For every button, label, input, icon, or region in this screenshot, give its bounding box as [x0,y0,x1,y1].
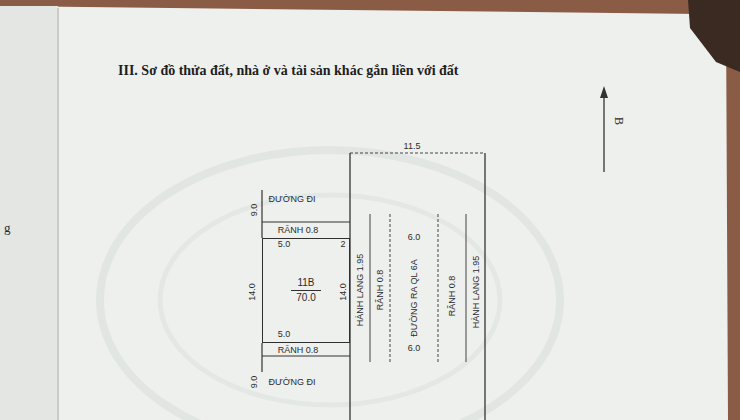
dimension: 9.0 [250,204,259,217]
parcel-number: 11B [291,276,320,291]
dimension: 6.0 [408,344,421,353]
cut-off-text: g [4,221,11,234]
dimension: 6.0 [408,233,421,242]
road-name: ĐƯỜNG ĐI [269,195,316,204]
dimension: 14.0 [248,283,257,301]
sheet-title: III. Sơ đồ thửa đất, nhà ở và tài sản kh… [118,64,459,78]
parcel-area: 70.0 [290,291,321,305]
corridor-label: HÀNH LANG 1.95 [356,254,365,327]
dimension: 14.0 [339,283,348,301]
dimension: 9.0 [250,376,259,389]
dimension: 5.0 [278,240,291,249]
road-name: ĐƯỜNG ĐI [269,378,316,387]
north-mark: B [613,117,625,125]
road-name: ĐƯỜNG RA QL 6A [410,259,419,337]
ditch-label: RÃNH 0.8 [448,276,457,317]
dimension: 5.0 [278,330,291,339]
corridor-label: HÀNH LANG 1.95 [472,256,481,329]
dimension: 11.5 [404,142,421,151]
ditch-label: RÃNH 0.8 [278,346,319,355]
ditch-label: RÃNH 0.8 [376,270,385,311]
land-parcel: 11B70.0 [262,238,350,343]
ditch-label: RÃNH 0.8 [278,226,319,235]
corner-number: 2 [340,240,345,249]
